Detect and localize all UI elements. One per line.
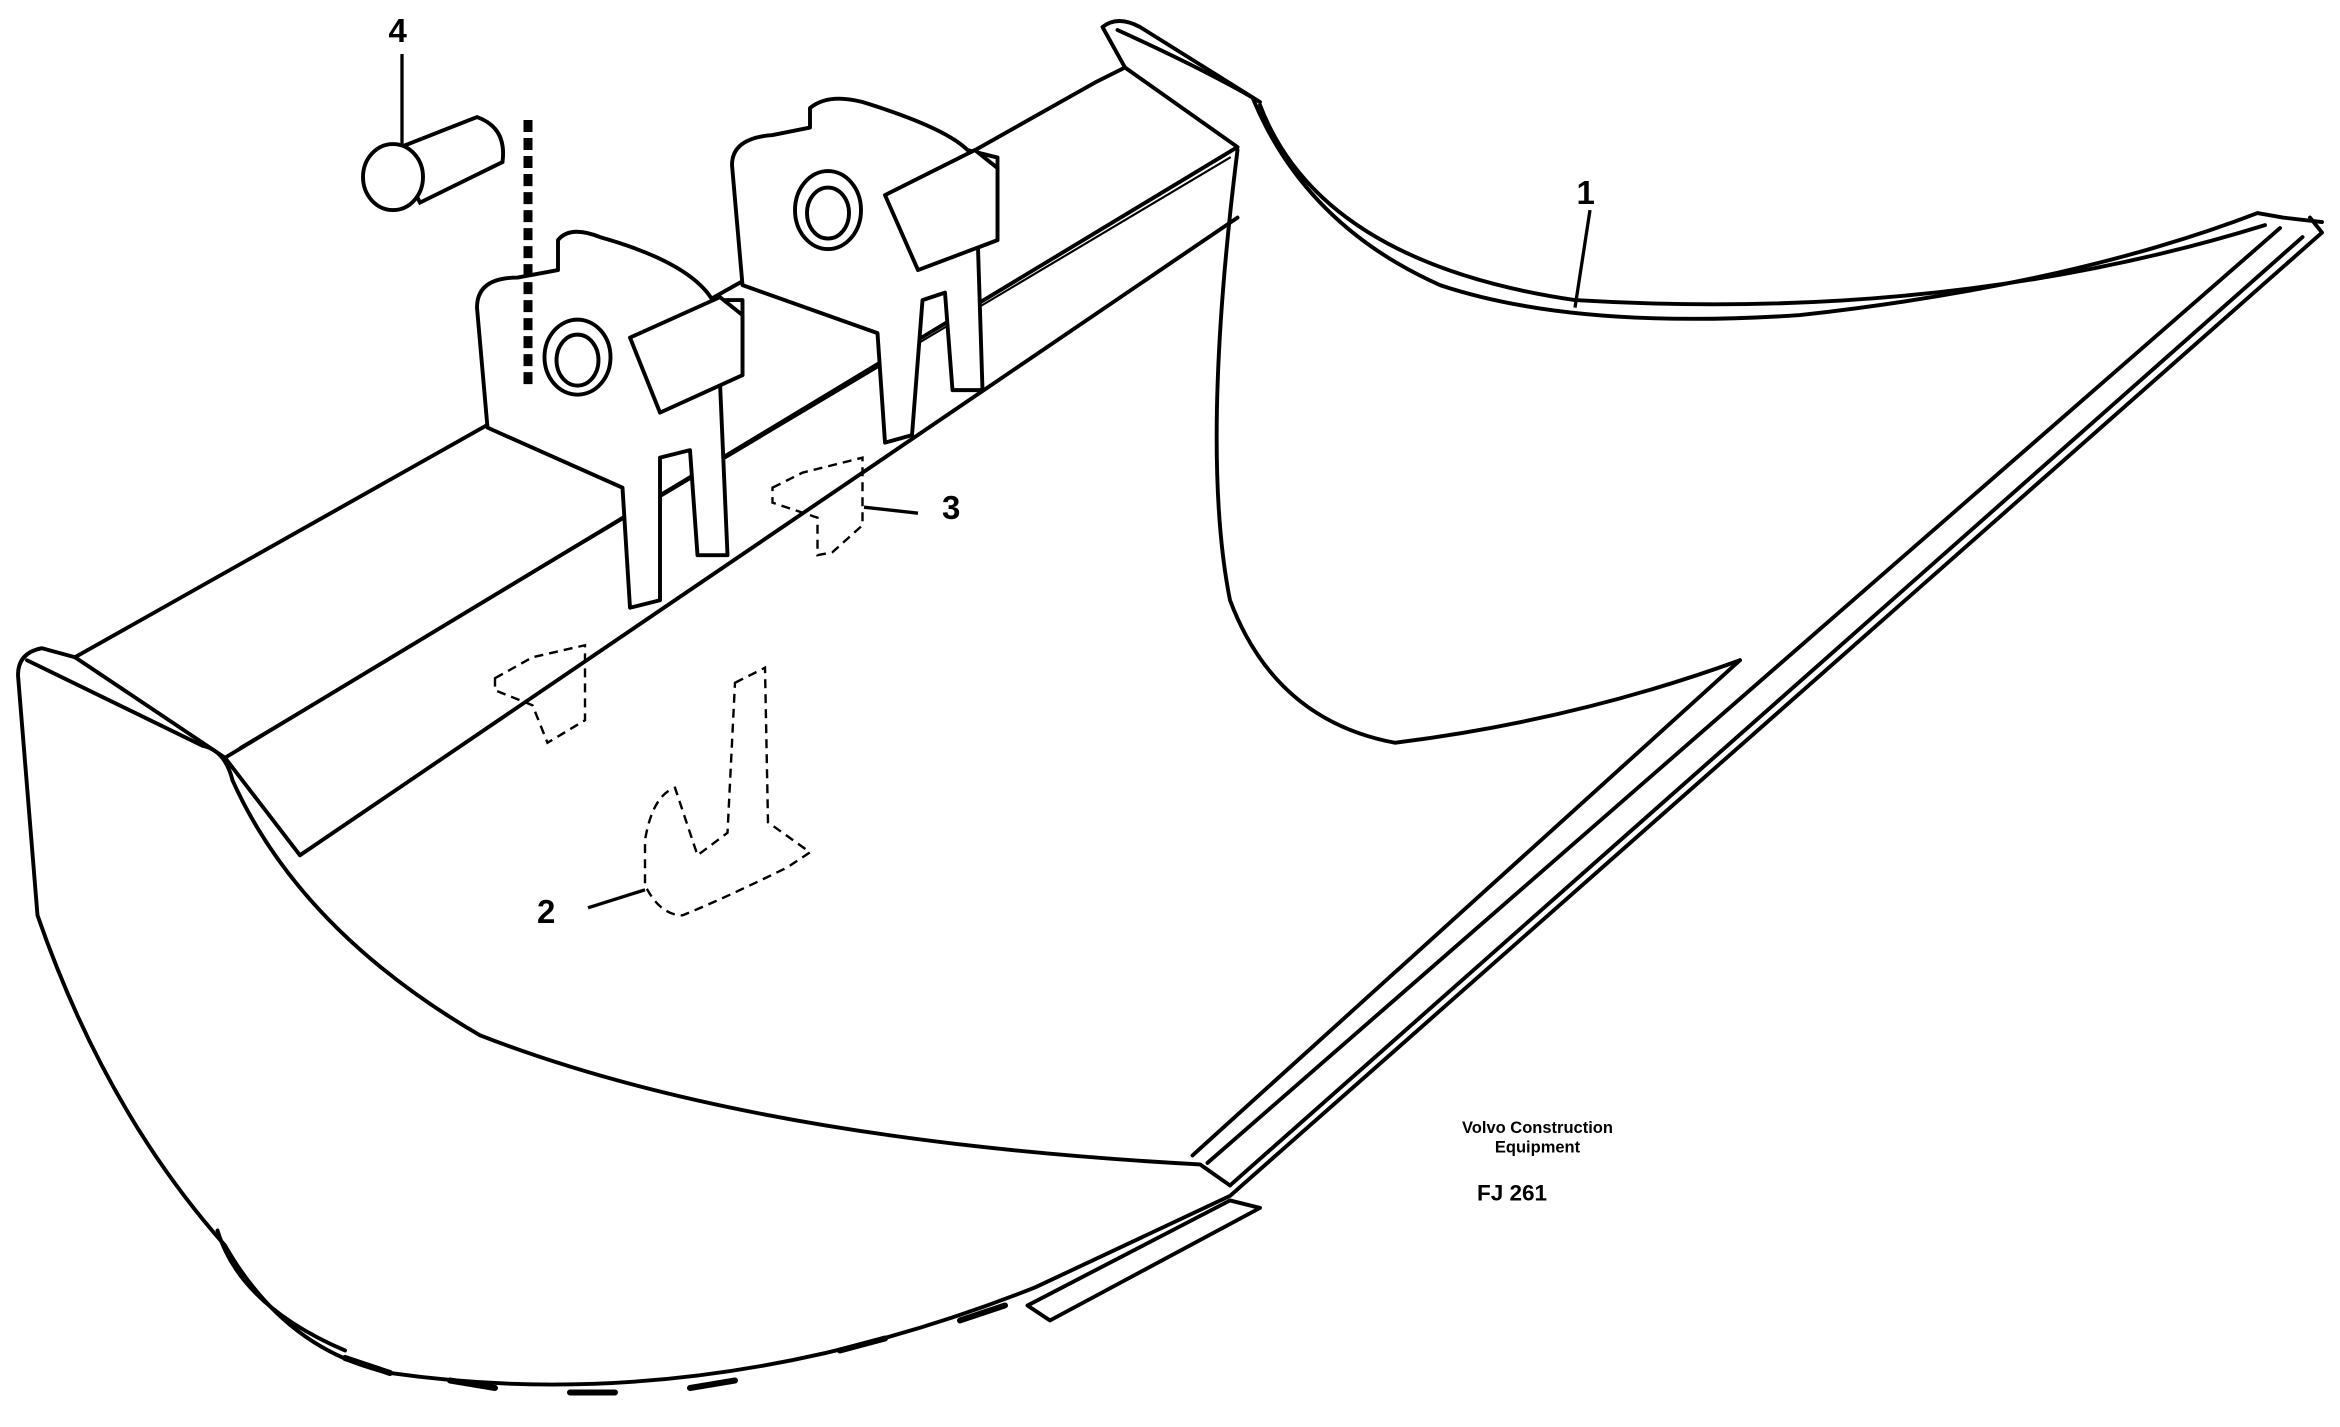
hidden-block-3-left (493, 643, 587, 745)
back-band-line (238, 156, 1232, 749)
bottom-wear-strips (342, 1302, 1008, 1396)
callout-2: 2 (537, 893, 555, 930)
leader-1 (1573, 209, 1592, 308)
hidden-parts (493, 456, 864, 917)
left-bracket-cap (628, 295, 745, 415)
rear-curve (1214, 148, 1742, 745)
callout-3: 3 (942, 489, 960, 526)
right-bracket-cap (883, 148, 1000, 273)
leader-lines (400, 54, 1592, 910)
figure-code: FJ 261 (1477, 1180, 1547, 1205)
left-side-inner-edge (25, 658, 1232, 1188)
pin-part-4 (361, 114, 533, 391)
hidden-block-3-right (771, 456, 864, 557)
back-band-top (73, 65, 1240, 760)
credit-line-2: Equipment (1495, 1138, 1581, 1156)
left-bracket-bore (542, 317, 613, 397)
callout-1: 1 (1577, 174, 1595, 211)
wear-strip-1 (1025, 1198, 1262, 1323)
hidden-hook-2 (643, 665, 813, 917)
back-top-edge (73, 19, 1262, 660)
leader-3 (863, 505, 919, 515)
floor-line (1190, 658, 1742, 1158)
callout-4: 4 (389, 12, 408, 49)
bucket-body (16, 19, 2324, 1396)
mounting-brackets (475, 96, 1000, 610)
leader-2 (587, 888, 646, 910)
credit-line-1: Volvo Construction (1462, 1119, 1613, 1137)
right-side-inner-edge (1258, 103, 2267, 307)
right-side-plate (1115, 28, 2324, 321)
bottom-heel (215, 1228, 347, 1353)
left-side-plate (16, 215, 2324, 1387)
right-bracket-plate (730, 96, 1000, 445)
cutting-edge-inner (1228, 235, 2305, 1188)
back-band-lower (223, 215, 1240, 858)
cutting-edge-outer (1205, 226, 2282, 1165)
left-bracket-plate (475, 229, 745, 610)
